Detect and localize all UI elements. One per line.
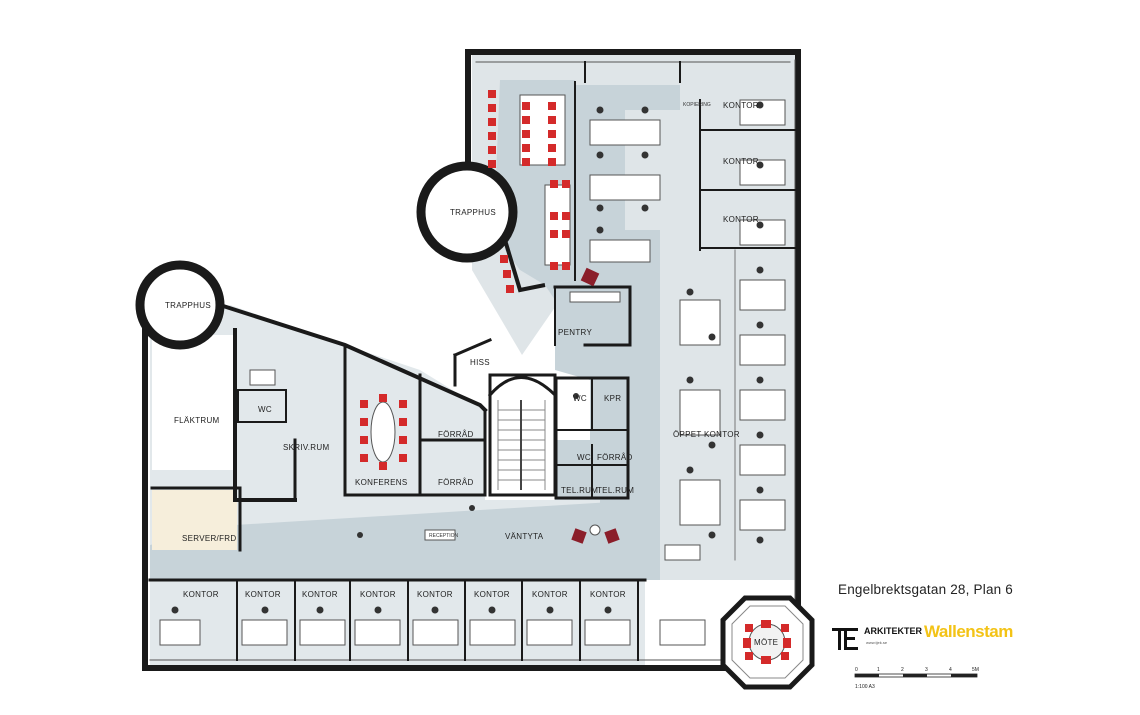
label-kontor-bottom: KONTOR <box>417 590 453 599</box>
label-kontor-bottom: KONTOR <box>360 590 396 599</box>
scale-tick: 2 <box>901 667 904 673</box>
label-kontor-bottom: KONTOR <box>302 590 338 599</box>
label-oppet-kontor: ÖPPET KONTOR <box>673 430 740 439</box>
label-hiss: HISS <box>470 358 490 367</box>
scale-tick: 5M <box>972 667 979 673</box>
office-chairs <box>171 101 764 614</box>
label-kopiering: KOPIERING <box>683 102 711 108</box>
scale-tick: 3 <box>925 667 928 673</box>
scale-tick: 1 <box>877 667 880 673</box>
label-forrad-2: FÖRRÅD <box>438 478 474 487</box>
label-server: SERVER/FRD <box>182 534 236 543</box>
label-telrum-2: TEL.RUM <box>597 486 634 495</box>
label-skrivrum: SKRIV.RUM <box>283 443 329 452</box>
furniture <box>159 94 786 646</box>
trapphus-top <box>416 161 546 293</box>
label-flaktrum: FLÄKTRUM <box>174 416 220 425</box>
label-kontor-bottom: KONTOR <box>183 590 219 599</box>
label-kontor-right: KONTOR <box>723 215 759 224</box>
walls <box>142 49 801 671</box>
scale-tick: 4 <box>949 667 952 673</box>
scale-ratio: 1:100 A3 <box>855 684 875 690</box>
label-kontor-bottom: KONTOR <box>245 590 281 599</box>
label-wc-left: WC <box>258 405 272 414</box>
label-kontor-bottom: KONTOR <box>590 590 626 599</box>
label-kontor-bottom: KONTOR <box>532 590 568 599</box>
label-kontor-bottom: KONTOR <box>474 590 510 599</box>
architect-name: ARKITEKTER <box>864 626 922 636</box>
mote-room <box>720 595 815 690</box>
label-pentry: PENTRY <box>558 328 592 337</box>
label-kontor-right: KONTOR <box>723 101 759 110</box>
architect-logo-icon <box>832 628 858 650</box>
red-chairs <box>360 90 791 664</box>
scale-bar: 0 1 2 3 4 5M 1:100 A3 <box>854 667 979 690</box>
trapphus-left <box>135 260 225 350</box>
client-logo: Wallenstam <box>924 622 1013 641</box>
architect-url: www.tjek.se <box>866 640 888 645</box>
label-forrad-1: FÖRRÅD <box>438 430 474 439</box>
stair-treads <box>497 400 546 490</box>
label-mote: MÖTE <box>754 638 778 647</box>
label-konferens: KONFERENS <box>355 478 408 487</box>
label-wc-mid2: WC <box>577 453 591 462</box>
label-kpr: KPR <box>604 394 621 403</box>
label-telrum-1: TEL.RUM <box>561 486 598 495</box>
plan-title: Engelbrektsgatan 28, Plan 6 <box>838 582 1014 597</box>
label-forrad-3: FÖRRÅD <box>597 453 633 462</box>
label-trapphus-top: TRAPPHUS <box>450 208 496 217</box>
floor-fills <box>150 55 795 665</box>
label-wc-mid: WC <box>573 394 587 403</box>
label-vantyta: VÄNTYTA <box>505 532 544 541</box>
label-reception: RECEPTION <box>429 533 459 539</box>
label-kontor-right: KONTOR <box>723 157 759 166</box>
room-labels: TRAPPHUS TRAPPHUS FLÄKTRUM WC SKRIV.RUM … <box>165 101 778 647</box>
label-trapphus-left: TRAPPHUS <box>165 301 211 310</box>
scale-tick: 0 <box>855 667 858 673</box>
